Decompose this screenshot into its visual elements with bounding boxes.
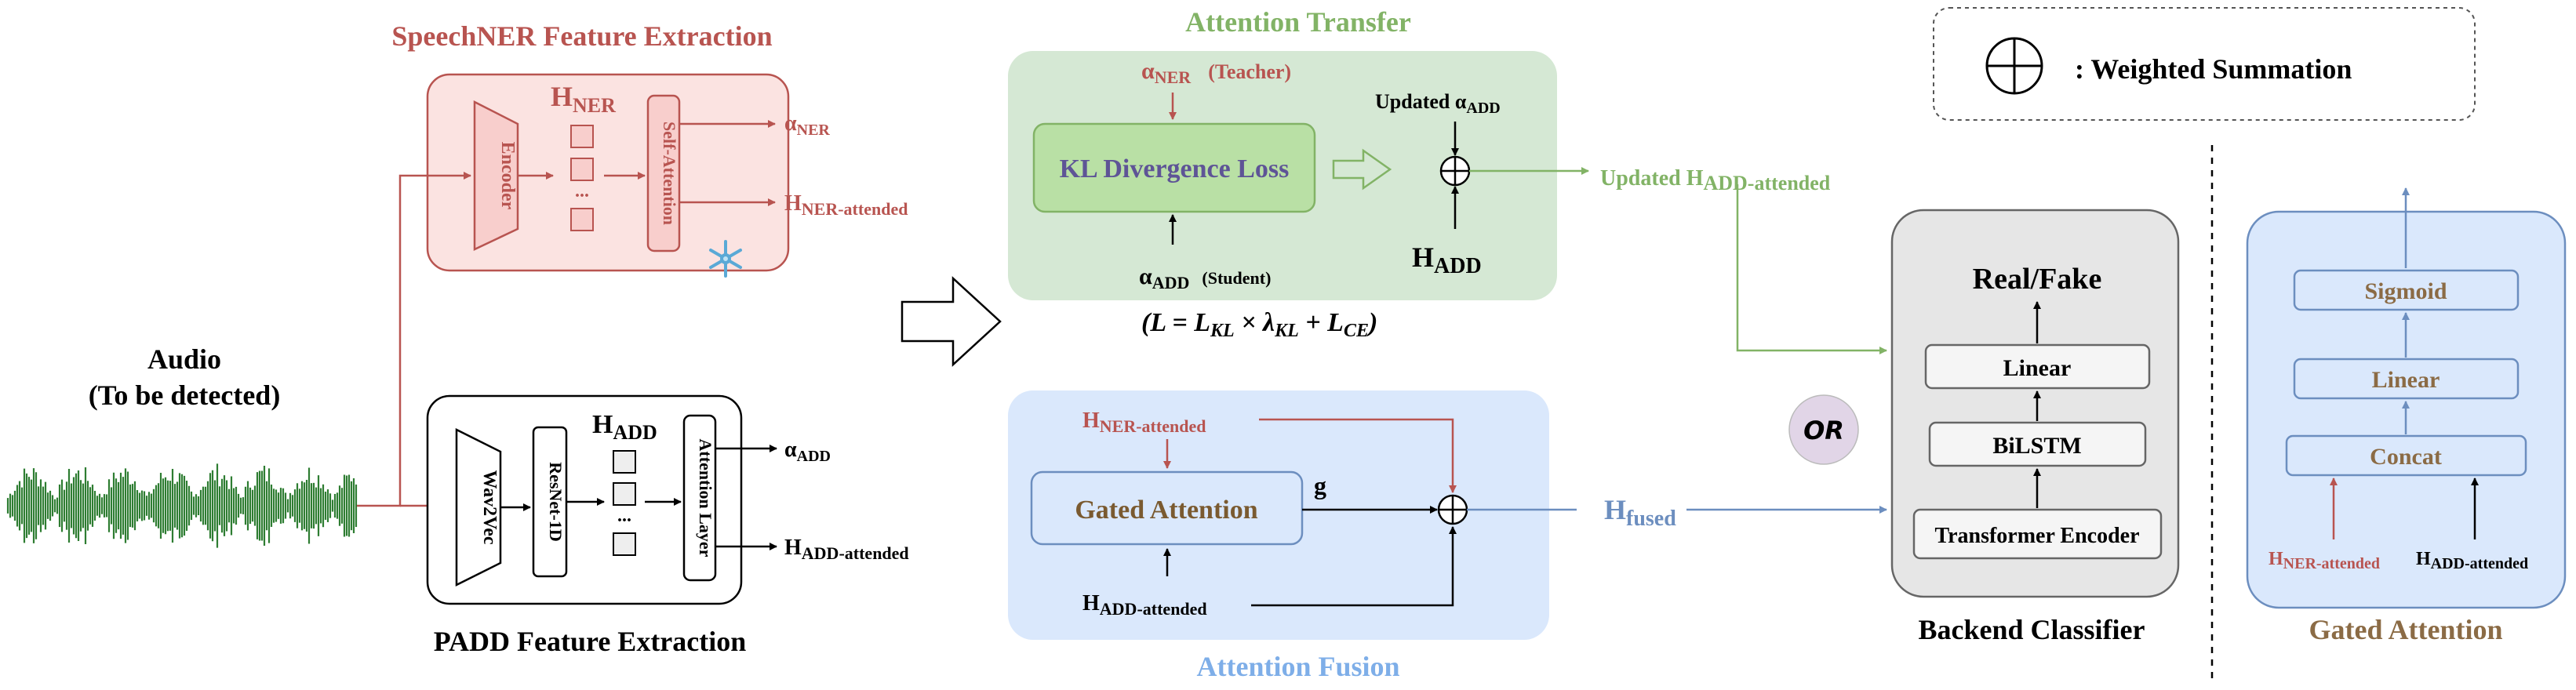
gated-linear-label: Linear [2372, 367, 2440, 393]
gated-add-input-label: HADD-attended [2416, 549, 2528, 572]
transfer-hollow-arrow [1332, 148, 1392, 191]
gated-sigmoid-label: Sigmoid [2364, 278, 2447, 304]
speechner-feature-cell [570, 208, 594, 231]
audio-waveform [6, 463, 358, 548]
speechner-h-output: HNER-attended [784, 191, 908, 219]
transfer-student-label: αADD(Student) [1139, 263, 1271, 292]
legend-box [1933, 7, 2476, 121]
transfer-to-backend-line [1736, 184, 1887, 354]
gated-linear-block [2293, 358, 2520, 400]
padd-feature-cell [613, 532, 636, 556]
fusion-add-input-label: HADD-attended [1082, 591, 1207, 619]
audio-to-speechner-line [357, 172, 471, 507]
gated-attention-label: Gated Attention [1075, 496, 1257, 525]
gated-ner-input-label: HNER-attended [2269, 549, 2380, 572]
padd-resnet-label: ResNet-1D [546, 462, 566, 541]
transfer-loss-formula: (L = LKL × λKL + LCE) [1141, 308, 1377, 341]
kl-divergence-block [1032, 122, 1316, 213]
audio-label-line2: (To be detected) [89, 380, 281, 411]
backend-bilstm-block [1928, 421, 2147, 467]
padd-h-output: HADD-attended [784, 536, 909, 563]
backend-transformer-block [1912, 508, 2163, 560]
fusion-ner-to-sum-line [1259, 418, 1457, 493]
padd-feature-cell [613, 450, 636, 474]
transfer-teacher-label: αNER(Teacher) [1141, 58, 1291, 87]
gated-detail-title: Gated Attention [2309, 614, 2503, 645]
padd-feature-cell [613, 482, 636, 506]
gated-attention-block [1030, 470, 1304, 546]
backend-panel [1890, 209, 2180, 598]
gated-concat-label: Concat [2370, 444, 2442, 470]
speechner-alpha-output: αNER [784, 111, 830, 139]
or-badge [1788, 394, 1859, 465]
fusion-gate-output-label: g [1314, 471, 1326, 499]
backend-bilstm-label: BiLSTM [1992, 433, 2081, 459]
gated-sigmoid-block [2293, 269, 2520, 311]
weighted-sum-icon [1437, 494, 1468, 525]
speechner-feature-cell [570, 158, 594, 181]
audio-label-line1: Audio [147, 343, 221, 375]
speechner-hner-label: HNER [551, 81, 616, 117]
padd-attention-label: Attention Layer [696, 439, 715, 557]
padd-alpha-output: αADD [784, 438, 831, 465]
padd-title: PADD Feature Extraction [434, 626, 747, 657]
speechner-encoder-block [473, 100, 519, 251]
snowflake-icon [709, 240, 742, 278]
backend-linear-block [1924, 343, 2151, 390]
backend-title: Backend Classifier [1918, 614, 2145, 645]
padd-feature-dots: ... [617, 506, 631, 526]
backend-linear-label: Linear [2003, 355, 2072, 381]
hollow-flow-arrow [901, 276, 1002, 367]
speechner-feature-cell [570, 125, 594, 148]
fusion-title: Attention Fusion [1196, 651, 1399, 682]
weighted-sum-icon [1985, 37, 2043, 95]
transfer-title: Attention Transfer [1185, 6, 1411, 38]
padd-panel [426, 394, 743, 605]
transfer-hadd-label: HADD [1412, 242, 1482, 278]
or-label: OR [1803, 416, 1844, 445]
transfer-updated-alpha-label: Updated αADD [1375, 90, 1501, 117]
speechner-self-attention-label: Self-Attention [660, 122, 679, 225]
speechner-feature-dots: ... [575, 181, 589, 202]
transfer-output-label: Updated HADD-attended [1600, 166, 1831, 194]
speechner-title: SpeechNER Feature Extraction [391, 20, 772, 52]
backend-output-label: Real/Fake [1973, 263, 2102, 296]
kl-divergence-label: KL Divergence Loss [1060, 154, 1290, 183]
speechner-encoder-label: Encoder [497, 142, 518, 210]
padd-attention-block [682, 414, 717, 582]
fusion-output-label: Hfused [1604, 494, 1676, 531]
padd-wav2vec-block [455, 427, 502, 587]
backend-transformer-label: Transformer Encoder [1934, 524, 2139, 548]
legend-label: : Weighted Summation [2075, 53, 2352, 85]
padd-wav2vec-label: Wav2Vec [479, 470, 500, 544]
weighted-sum-icon [1439, 155, 1471, 187]
fusion-ner-input-label: HNER-attended [1082, 409, 1206, 436]
gated-concat-block [2285, 434, 2527, 477]
fusion-add-to-sum-line [1251, 526, 1457, 607]
padd-hadd-label: HADD [592, 410, 657, 444]
speechner-self-attention-block [646, 94, 681, 252]
